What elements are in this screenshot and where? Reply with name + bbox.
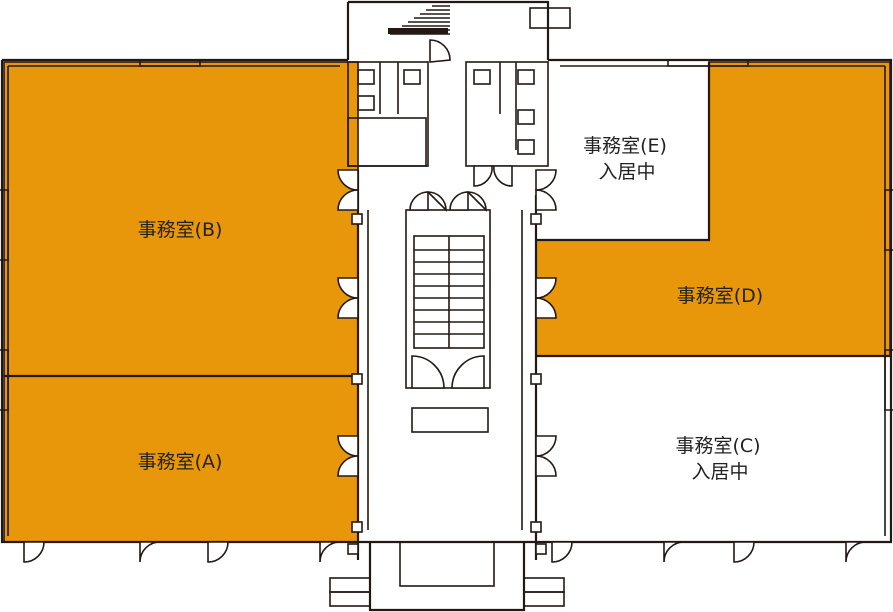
room-label-b: 事務室(B)	[138, 219, 223, 241]
room-c-area[interactable]	[536, 356, 890, 542]
room-b-area[interactable]	[3, 61, 359, 377]
core-facilities	[347, 5, 549, 433]
doors	[23, 39, 867, 563]
room-label-c: 事務室(C)	[675, 435, 760, 457]
room-label-a: 事務室(A)	[138, 451, 223, 473]
room-e-area[interactable]	[536, 62, 709, 240]
interior-walls	[4, 62, 890, 555]
room-a-area[interactable]	[3, 375, 359, 543]
room-status-c: 入居中	[691, 461, 748, 483]
room-label-d: 事務室(D)	[677, 285, 763, 307]
room-status-e: 入居中	[598, 161, 655, 183]
room-label-e: 事務室(E)	[583, 135, 667, 157]
